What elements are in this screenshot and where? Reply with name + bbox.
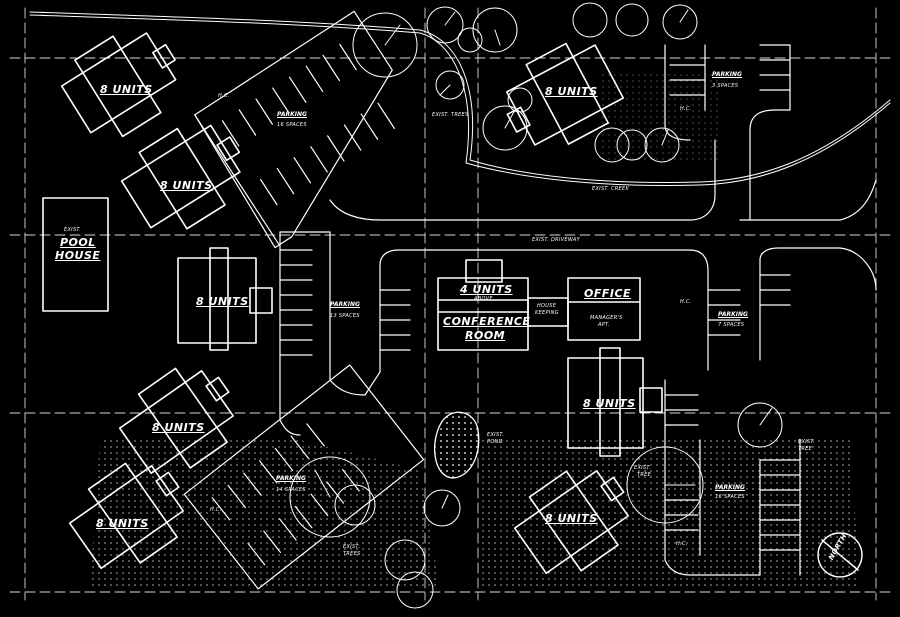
exist-pond-label-1: EXIST. xyxy=(487,432,505,438)
exist-pond xyxy=(434,411,480,479)
parking-se xyxy=(664,379,801,576)
label-units-se: 8 UNITS xyxy=(545,512,598,525)
pool-label-line1: POOL xyxy=(60,236,96,249)
parking-e-title: PARKING xyxy=(718,311,748,318)
parking-cw-title: PARKING xyxy=(330,301,360,308)
exist-tree-se-label-2: TREE xyxy=(798,446,813,452)
parking-ne-spaces: 3 SPACES xyxy=(712,83,739,89)
label-managers-1: MANAGER'S xyxy=(590,315,623,321)
label-units-sw-bottom: 8 UNITS xyxy=(96,517,149,530)
label-units-nw-mid: 8 UNITS xyxy=(160,179,213,192)
exist-creek-label: EXIST. CREEK xyxy=(592,186,630,192)
parking-se-title: PARKING xyxy=(715,484,745,491)
label-units-nw-top: 8 UNITS xyxy=(100,83,153,96)
pool-label-line2: HOUSE xyxy=(55,249,101,262)
label-office: OFFICE xyxy=(584,287,632,300)
tree-icon xyxy=(289,2,783,609)
label-above-note: ABOVE xyxy=(474,296,493,302)
parking-e xyxy=(707,274,791,336)
label-housekeeping-1: HOUSE xyxy=(537,303,557,309)
exist-driveway xyxy=(279,231,877,436)
parking-sw-hc: H.C. xyxy=(210,507,222,513)
exist-tree-label-1: EXIST. xyxy=(634,465,652,471)
exist-creek xyxy=(29,11,891,187)
parking-sw-spaces: 14 SPACES xyxy=(276,487,306,493)
building-center-west xyxy=(177,247,273,351)
parking-cw-spaces: 13 SPACES xyxy=(330,313,360,319)
parking-cw xyxy=(279,249,411,356)
label-units-center-west: 8 UNITS xyxy=(196,295,249,308)
label-managers-2: APT. xyxy=(598,322,610,328)
building-se xyxy=(513,470,629,575)
building-nw-mid xyxy=(120,124,241,230)
label-housekeeping-2: KEEPING xyxy=(535,310,559,316)
parking-nw-spaces: 16 SPACES xyxy=(277,122,307,128)
parking-ne-hc: H.C. xyxy=(680,106,692,112)
label-units-center-east: 8 UNITS xyxy=(583,397,636,410)
parking-nw-hc: H.C. xyxy=(218,93,230,99)
parking-ne xyxy=(669,59,791,96)
north-arrow-icon xyxy=(817,532,863,578)
pool-exist-label: EXIST. xyxy=(64,227,82,233)
label-conference-1: CONFERENCE xyxy=(443,315,531,328)
exist-trees-south-label-2: TREES xyxy=(343,551,361,557)
exist-driveway-label: EXIST. DRIVEWAY xyxy=(532,237,580,243)
label-units-ne: 8 UNITS xyxy=(545,85,598,98)
exist-trees-south-label-1: EXIST. xyxy=(343,544,361,550)
building-nw-top xyxy=(60,32,177,138)
parking-e-spaces: 7 SPACES xyxy=(718,322,745,328)
exist-trees-north-label: EXIST. TREES xyxy=(432,112,469,118)
pool-house xyxy=(42,197,109,312)
parking-nw-title: PARKING xyxy=(277,111,307,118)
exist-tree-label-2: TREE xyxy=(637,472,652,478)
parking-e-hc: H.C. xyxy=(680,299,692,305)
parking-se-spaces: 16 SPACES xyxy=(715,494,745,500)
label-conference-2: ROOM xyxy=(465,329,506,342)
parking-ne-title: PARKING xyxy=(712,71,742,78)
exist-pond-label-2: POND xyxy=(487,439,503,445)
building-sw-top xyxy=(118,367,234,475)
parking-se-hc: H.C. xyxy=(676,541,688,547)
label-above-units: 4 UNITS xyxy=(460,283,513,296)
parking-sw xyxy=(183,364,425,590)
building-center-east xyxy=(567,347,663,457)
building-ne xyxy=(505,42,625,146)
parking-nw xyxy=(194,10,395,249)
exist-tree-se-label-1: EXIST. xyxy=(798,439,816,445)
building-sw-bottom xyxy=(68,462,184,570)
grid-lines xyxy=(9,7,891,601)
parking-sw-title: PARKING xyxy=(276,475,306,482)
building-center xyxy=(437,259,641,351)
label-units-sw-top: 8 UNITS xyxy=(152,421,205,434)
road-north xyxy=(329,44,877,221)
